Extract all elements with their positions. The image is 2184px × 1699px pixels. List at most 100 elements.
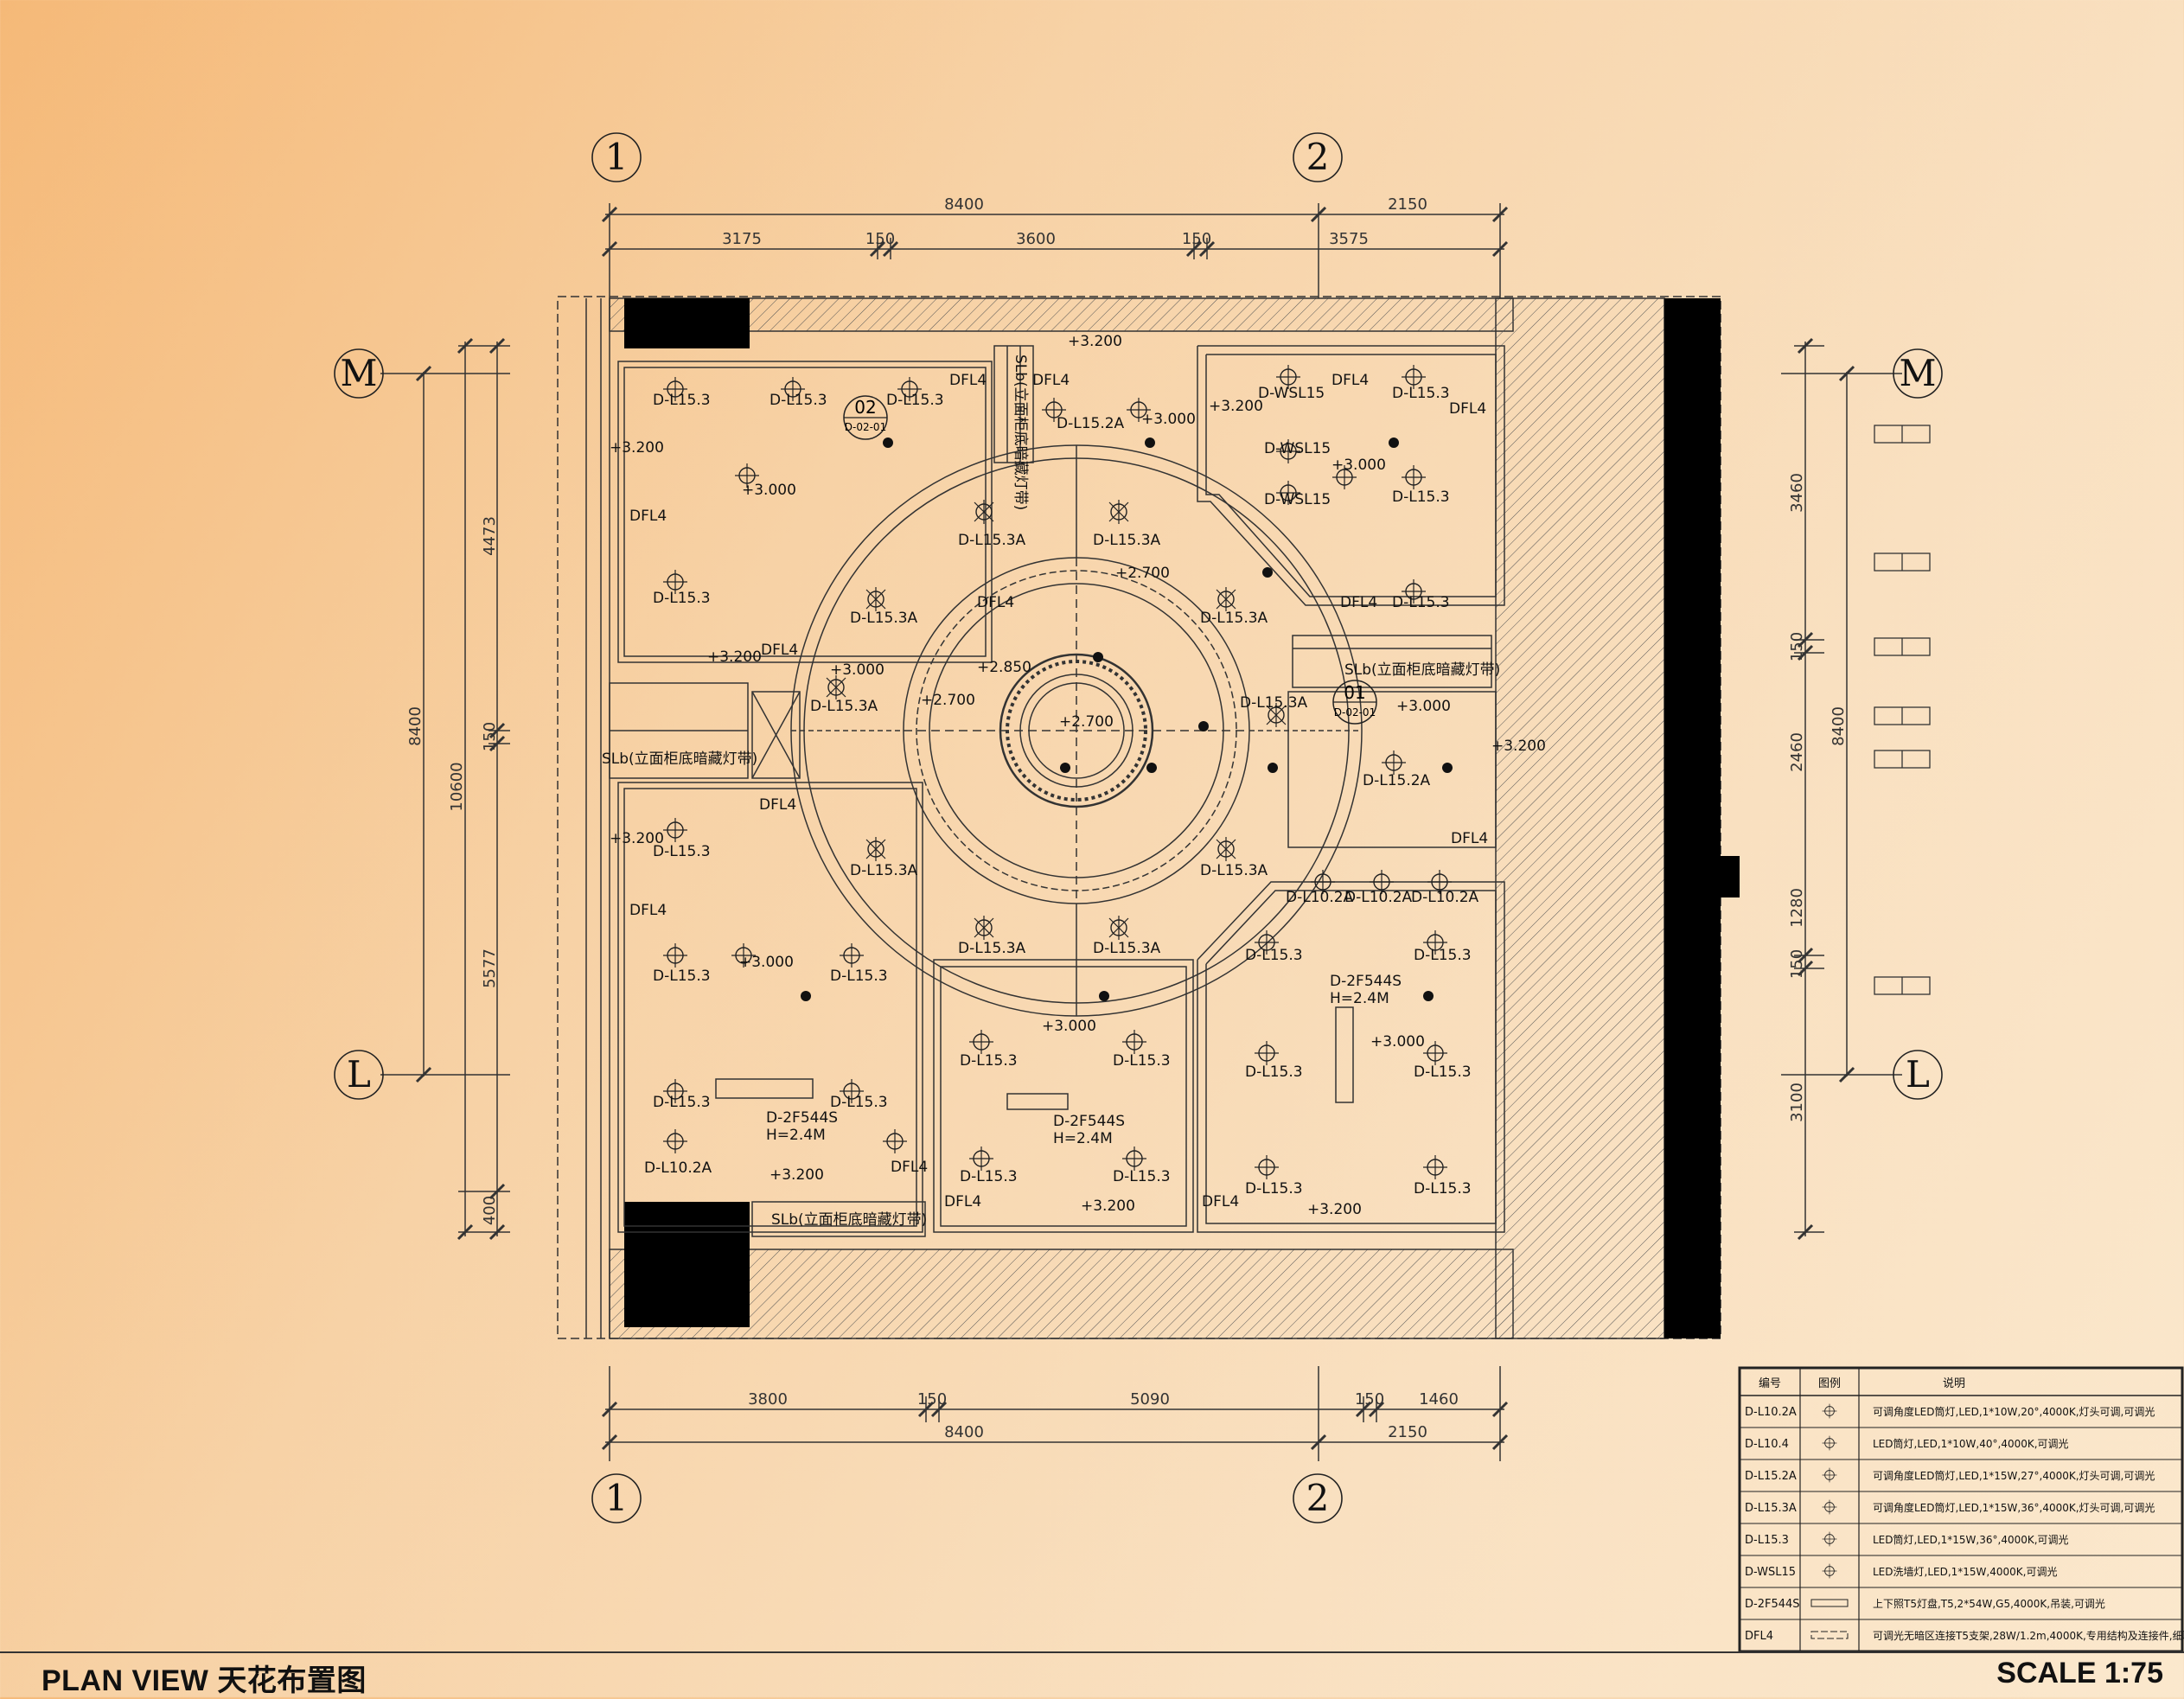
svg-text:DFL4: DFL4 xyxy=(1032,372,1070,389)
grid-bubble-left-L: L xyxy=(334,1050,384,1100)
grid-bubble-right-M: M xyxy=(1893,348,1943,399)
legend-code: D-L15.3A xyxy=(1745,1502,1797,1515)
dim-top-d5: 3575 xyxy=(1329,230,1369,248)
svg-text:D-L15.3: D-L15.3 xyxy=(1113,1168,1171,1185)
section-tag-02: 02 D-02-01 xyxy=(843,395,888,440)
grid-bubble-right-L: L xyxy=(1893,1050,1943,1100)
dim-bottom-d1: 3800 xyxy=(748,1390,788,1408)
dim-right-e: 150 xyxy=(1788,949,1806,979)
svg-text:+3.000: +3.000 xyxy=(1396,698,1451,715)
svg-text:D-L15.3A: D-L15.3A xyxy=(1240,694,1308,712)
svg-text:D-L15.3: D-L15.3 xyxy=(960,1168,1018,1185)
svg-text:+3.200: +3.200 xyxy=(1068,333,1122,350)
legend-header-desc: 说明 xyxy=(1943,1377,1965,1390)
svg-text:D-L15.2A: D-L15.2A xyxy=(1057,415,1125,432)
svg-text:+3.000: +3.000 xyxy=(1331,457,1386,474)
svg-text:D-L15.2A: D-L15.2A xyxy=(1363,772,1431,789)
svg-text:+3.000: +3.000 xyxy=(1141,411,1196,428)
svg-text:+3.200: +3.200 xyxy=(1307,1201,1362,1218)
legend-symbol-icon xyxy=(1810,1599,1849,1607)
svg-text:D-WSL15: D-WSL15 xyxy=(1258,385,1325,402)
svg-text:D-L15.3: D-L15.3 xyxy=(1245,1063,1303,1081)
svg-text:D-L10.2A: D-L10.2A xyxy=(1411,889,1479,906)
svg-text:02: 02 xyxy=(854,397,876,418)
svg-text:SLb(立面柜底暗藏灯带): SLb(立面柜底暗藏灯带) xyxy=(771,1211,927,1229)
legend-code: D-2F544S xyxy=(1745,1598,1800,1611)
building-walls xyxy=(557,296,1740,1339)
legend-code: D-L10.4 xyxy=(1745,1438,1789,1451)
legend-description: 可调角度LED筒灯,LED,1*15W,36°,4000K,灯头可调,可调光 xyxy=(1873,1501,2155,1514)
legend-symbol-icon xyxy=(1822,1531,1837,1547)
dim-left-total: 10600 xyxy=(448,762,466,811)
grid-bubble-left-M: M xyxy=(334,348,384,399)
dim-left-sub: 8400 xyxy=(406,706,425,746)
svg-text:+3.200: +3.200 xyxy=(707,648,762,666)
legend-code: DFL4 xyxy=(1745,1630,1773,1643)
svg-text:D-L15.3A: D-L15.3A xyxy=(1200,610,1268,627)
right-dimensions xyxy=(1781,337,1902,1241)
svg-text:D-L15.3A: D-L15.3A xyxy=(850,610,918,627)
dim-right-d: 1280 xyxy=(1788,888,1806,928)
legend-description: 可调光无暗区连接T5支架,28W/1.2m,4000K,专用结构及连接件,细联无… xyxy=(1873,1629,2184,1642)
grid-bubble-bottom-1: 1 xyxy=(591,1473,642,1523)
svg-text:2: 2 xyxy=(1306,136,1330,178)
grid-bubble-top-2: 2 xyxy=(1293,132,1343,182)
svg-text:D-2F544S: D-2F544S xyxy=(1053,1113,1125,1130)
svg-text:H=2.4M: H=2.4M xyxy=(1053,1130,1113,1147)
legend-header-symbol: 图例 xyxy=(1818,1377,1841,1390)
dim-bottom-total2: 2150 xyxy=(1388,1423,1427,1441)
svg-text:+2.700: +2.700 xyxy=(921,692,975,709)
dim-left-d: 400 xyxy=(481,1196,499,1225)
svg-text:DFL4: DFL4 xyxy=(1331,372,1369,389)
svg-text:D-L15.3: D-L15.3 xyxy=(653,968,711,985)
top-dimensions xyxy=(601,203,1509,298)
svg-text:DFL4: DFL4 xyxy=(629,508,667,525)
svg-text:+2.700: +2.700 xyxy=(1059,713,1114,731)
svg-text:DFL4: DFL4 xyxy=(761,642,798,659)
bottom-dimensions xyxy=(601,1366,1509,1461)
svg-text:D-L15.3: D-L15.3 xyxy=(1414,1063,1472,1081)
right-section-markers xyxy=(1874,425,1931,995)
svg-text:+3.000: +3.000 xyxy=(1370,1033,1425,1051)
dim-right-b: 150 xyxy=(1788,632,1806,661)
svg-text:+3.200: +3.200 xyxy=(1081,1198,1135,1215)
legend-symbol-icon xyxy=(1822,1499,1837,1515)
dim-left-a: 4473 xyxy=(481,516,499,556)
legend-description: LED筒灯,LED,1*15W,36°,4000K,可调光 xyxy=(1873,1533,2069,1546)
dim-top-d3: 3600 xyxy=(1016,230,1056,248)
svg-text:D-L15.3: D-L15.3 xyxy=(1414,1180,1472,1198)
dim-right-f: 3100 xyxy=(1788,1083,1806,1122)
dim-left-c: 5577 xyxy=(481,949,499,988)
legend-code: D-WSL15 xyxy=(1745,1566,1796,1579)
svg-text:D-L15.3: D-L15.3 xyxy=(1245,1180,1303,1198)
svg-text:+3.000: +3.000 xyxy=(1042,1018,1096,1035)
legend-code: D-L10.2A xyxy=(1745,1406,1797,1419)
svg-text:+3.200: +3.200 xyxy=(610,830,664,847)
dim-right-a: 3460 xyxy=(1788,473,1806,513)
svg-text:H=2.4M: H=2.4M xyxy=(1330,990,1389,1007)
svg-text:1: 1 xyxy=(605,136,629,178)
drawing-scale: SCALE 1:75 xyxy=(1996,1657,2163,1689)
legend-symbol-icon xyxy=(1810,1631,1849,1639)
svg-text:D-L15.3A: D-L15.3A xyxy=(958,940,1026,957)
svg-text:01: 01 xyxy=(1344,682,1365,703)
svg-text:1: 1 xyxy=(605,1477,629,1519)
svg-text:D-02-01: D-02-01 xyxy=(1334,706,1376,719)
svg-text:M: M xyxy=(340,352,377,394)
legend-symbol-icon xyxy=(1822,1435,1837,1451)
svg-text:DFL4: DFL4 xyxy=(977,594,1014,611)
legend-header-code: 编号 xyxy=(1759,1377,1781,1390)
svg-text:+3.200: +3.200 xyxy=(610,439,664,457)
svg-text:2: 2 xyxy=(1306,1477,1330,1519)
svg-text:+2.850: +2.850 xyxy=(977,659,1031,676)
svg-text:D-L10.2A: D-L10.2A xyxy=(644,1159,712,1177)
svg-text:+2.700: +2.700 xyxy=(1115,565,1170,582)
svg-text:SLb(立面柜底暗藏灯带): SLb(立面柜底暗藏灯带) xyxy=(602,750,757,768)
svg-text:D-2F544S: D-2F544S xyxy=(766,1109,838,1127)
svg-text:D-L15.3: D-L15.3 xyxy=(653,590,711,607)
drawing-title: PLAN VIEW 天花布置图 xyxy=(42,1664,367,1697)
svg-text:D-L15.3A: D-L15.3A xyxy=(1093,532,1161,549)
svg-text:DFL4: DFL4 xyxy=(944,1193,981,1210)
